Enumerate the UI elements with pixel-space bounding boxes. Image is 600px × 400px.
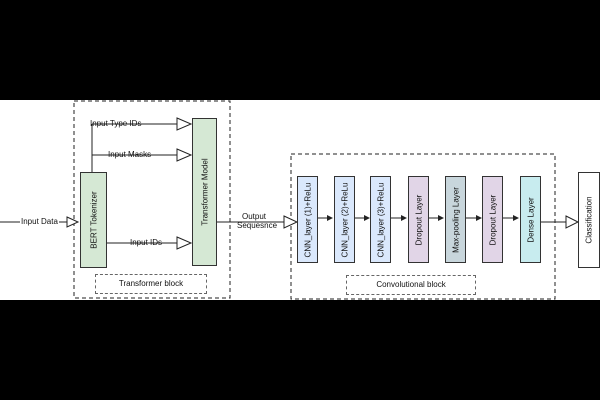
transformer-block-label: Transformer block	[95, 274, 207, 294]
conv-layer-1-label: CNN_layer (1)+ReLu	[303, 182, 312, 257]
conv-arrow-2	[364, 215, 370, 221]
type-ids-label: Input Type IDs	[90, 119, 142, 128]
masks-label: Input Masks	[108, 150, 152, 159]
input-arrow-head	[66, 216, 80, 228]
ids-arrow	[176, 236, 193, 250]
dense-layer-box: Dense Layer	[520, 176, 541, 263]
dropout-layer-2-box: Dropout Layer	[482, 176, 503, 263]
masks-arrow	[176, 148, 193, 162]
ids-label: Input IDs	[130, 238, 163, 247]
conv-layer-1-box: CNN_layer (1)+ReLu	[297, 176, 318, 263]
classification-box: Classification	[578, 172, 600, 268]
output-arrow	[283, 215, 299, 229]
conv-arrow-5	[476, 215, 482, 221]
conv-layer-3-box: CNN_layer (3)+ReLu	[370, 176, 391, 263]
classification-arrow	[565, 215, 580, 229]
transformer-model-label: Transformer Model	[200, 158, 209, 226]
conv-arrow-1	[327, 215, 333, 221]
conv-layer-2-label: CNN_layer (2)+ReLu	[340, 182, 349, 257]
conv-layer-3-label: CNN_layer (3)+ReLu	[376, 182, 385, 257]
dropout-layer-2-label: Dropout Layer	[488, 194, 497, 245]
type-ids-arrow	[176, 117, 193, 131]
transformer-block-border	[73, 100, 231, 299]
transformer-model-box: Transformer Model	[192, 118, 217, 266]
diagram-canvas: Input Data Input Type IDs Input Masks In…	[0, 100, 600, 300]
output-label-line1: Output	[242, 212, 267, 221]
dropout-layer-1-label: Dropout Layer	[414, 194, 423, 245]
classification-label: Classification	[584, 196, 594, 244]
max-pooling-layer-label: Max-pooling Layer	[451, 186, 460, 253]
input-data-label: Input Data	[20, 217, 59, 227]
bert-tokenizer-box: BERT Tokenizer	[80, 172, 107, 268]
conv-layer-2-box: CNN_layer (2)+ReLu	[334, 176, 355, 263]
conv-arrow-4	[438, 215, 444, 221]
max-pooling-layer-box: Max-pooling Layer	[445, 176, 466, 263]
bert-tokenizer-label: BERT Tokenizer	[89, 191, 98, 249]
dense-layer-label: Dense Layer	[526, 196, 535, 243]
conv-block-label: Convolutional block	[346, 275, 476, 295]
output-label-line2: Sequesnce	[237, 221, 278, 230]
conv-block-border	[290, 153, 556, 300]
conv-arrow-6	[513, 215, 519, 221]
dropout-layer-1-box: Dropout Layer	[408, 176, 429, 263]
conv-arrow-3	[401, 215, 407, 221]
connector-layer	[0, 100, 580, 300]
